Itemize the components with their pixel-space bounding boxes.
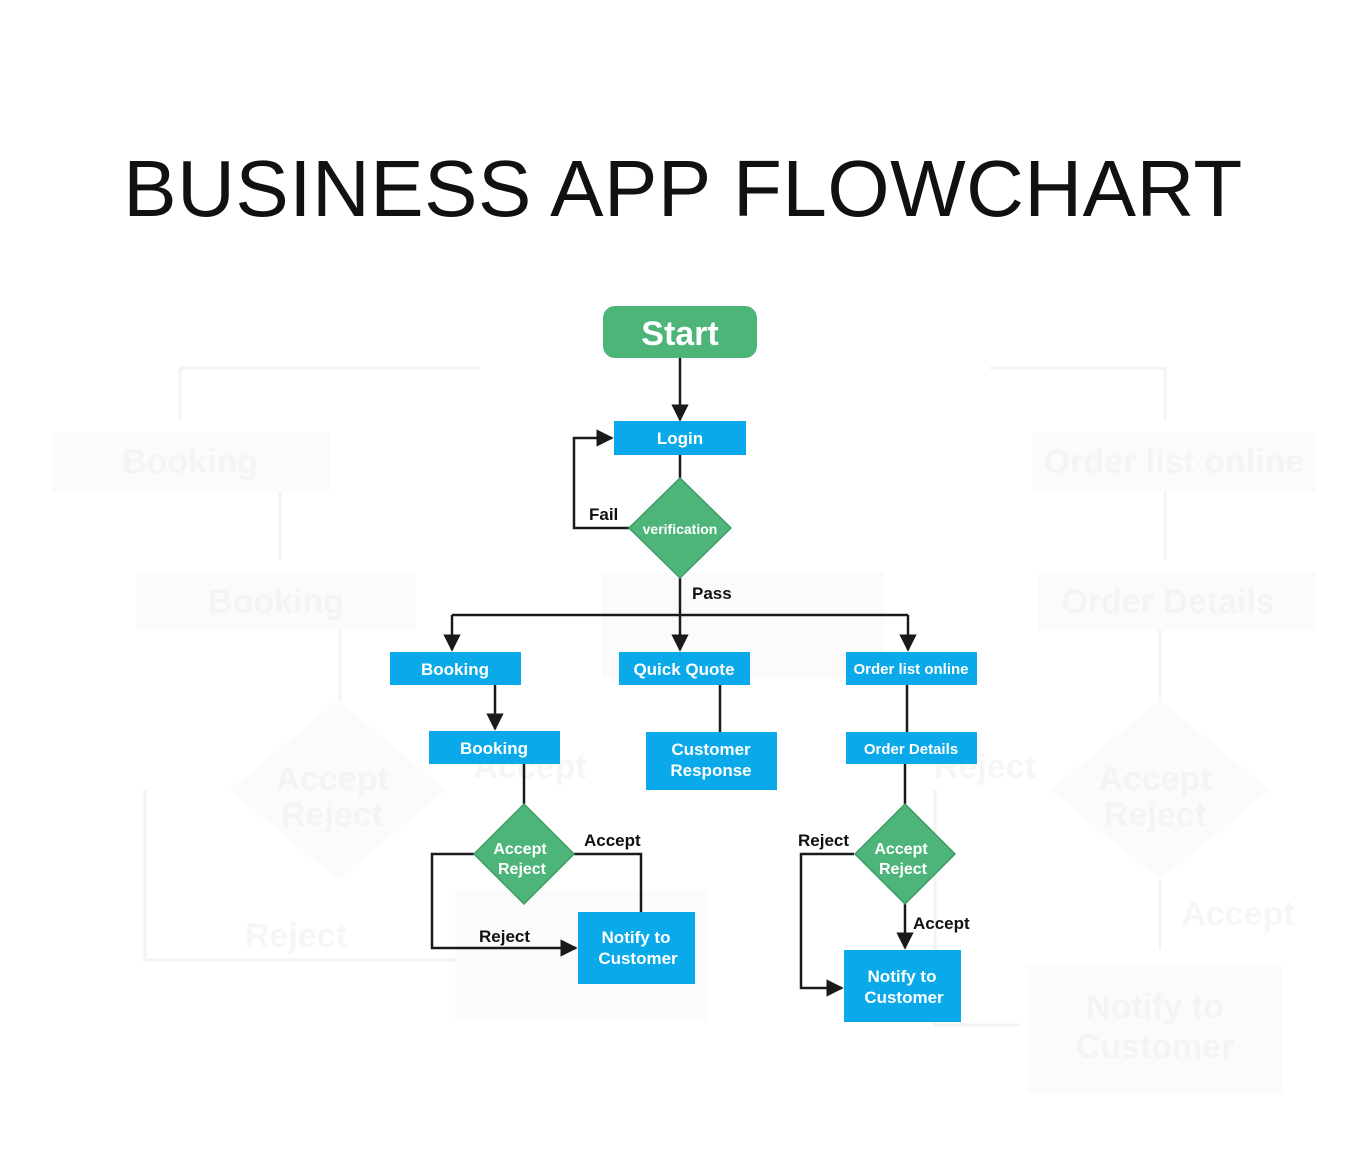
watermark-text: Reject [245, 917, 347, 955]
node-booking-2-label: Booking [460, 739, 528, 758]
edge-label-fail: Fail [589, 505, 618, 524]
node-customer-response-line2: Response [670, 761, 751, 780]
node-verification: verification [627, 476, 733, 580]
node-login: Login [614, 421, 746, 455]
node-accept-reject-left-line2: Reject [498, 861, 547, 878]
node-booking-2: Booking [429, 731, 560, 764]
watermark-text: Order Details [1061, 583, 1275, 621]
node-booking: Booking [390, 652, 521, 685]
node-booking-label: Booking [421, 660, 489, 679]
edge-right-reject [799, 852, 854, 997]
page-title: BUSINESS APP FLOWCHART [123, 144, 1243, 233]
node-notify-right: Notify to Customer [844, 950, 961, 1022]
node-order-details: Order Details [846, 732, 977, 764]
node-notify-left: Notify to Customer [578, 912, 695, 984]
edge-left-reject [430, 852, 578, 957]
edge-label-reject-left: Reject [479, 927, 530, 946]
node-order-details-label: Order Details [864, 741, 958, 758]
node-order-list: Order list online [846, 652, 977, 685]
edge-label-accept-right: Accept [913, 914, 970, 933]
watermark-text: Reject [1104, 796, 1206, 834]
node-accept-reject-left: Accept Reject [472, 802, 576, 906]
node-order-list-label: Order list online [853, 661, 968, 678]
watermark-text: Reject [281, 796, 383, 834]
node-notify-right-line2: Customer [864, 988, 944, 1007]
node-start-label: Start [641, 315, 718, 353]
edges [430, 358, 917, 997]
background-watermark: Booking Booking Accept Reject Accept Rej… [52, 366, 1316, 1093]
watermark-text: Accept [275, 760, 388, 798]
watermark-text: Accept [1181, 895, 1294, 933]
node-accept-reject-right: Accept Reject [853, 802, 957, 906]
node-verification-label: verification [643, 521, 718, 537]
watermark-text: Order list online [1044, 443, 1305, 481]
edge-labels: Fail Pass Accept Reject Reject Accept [479, 505, 970, 946]
node-accept-reject-left-line1: Accept [493, 841, 547, 858]
node-notify-right-line1: Notify to [868, 967, 937, 986]
edge-label-reject-right: Reject [798, 831, 849, 850]
node-login-label: Login [657, 429, 703, 448]
node-customer-response-line1: Customer [671, 740, 751, 759]
node-accept-reject-right-line2: Reject [879, 861, 928, 878]
node-notify-left-line1: Notify to [602, 928, 671, 947]
node-quick-quote: Quick Quote [619, 652, 750, 685]
watermark-text: Booking [122, 443, 258, 481]
node-notify-left-line2: Customer [598, 949, 678, 968]
node-start: Start [603, 306, 757, 358]
watermark-text: Notify to [1086, 988, 1224, 1026]
node-accept-reject-right-line1: Accept [874, 841, 928, 858]
node-quick-quote-label: Quick Quote [633, 660, 734, 679]
watermark-text: Booking [208, 583, 344, 621]
watermark-text: Accept [1098, 760, 1211, 798]
edge-left-accept [574, 852, 643, 912]
watermark-text: Customer [1076, 1028, 1235, 1066]
edge-label-accept-left: Accept [584, 831, 641, 850]
node-customer-response: Customer Response [646, 732, 777, 790]
edge-label-pass: Pass [692, 584, 732, 603]
edge-verification-fail-login [572, 429, 630, 530]
